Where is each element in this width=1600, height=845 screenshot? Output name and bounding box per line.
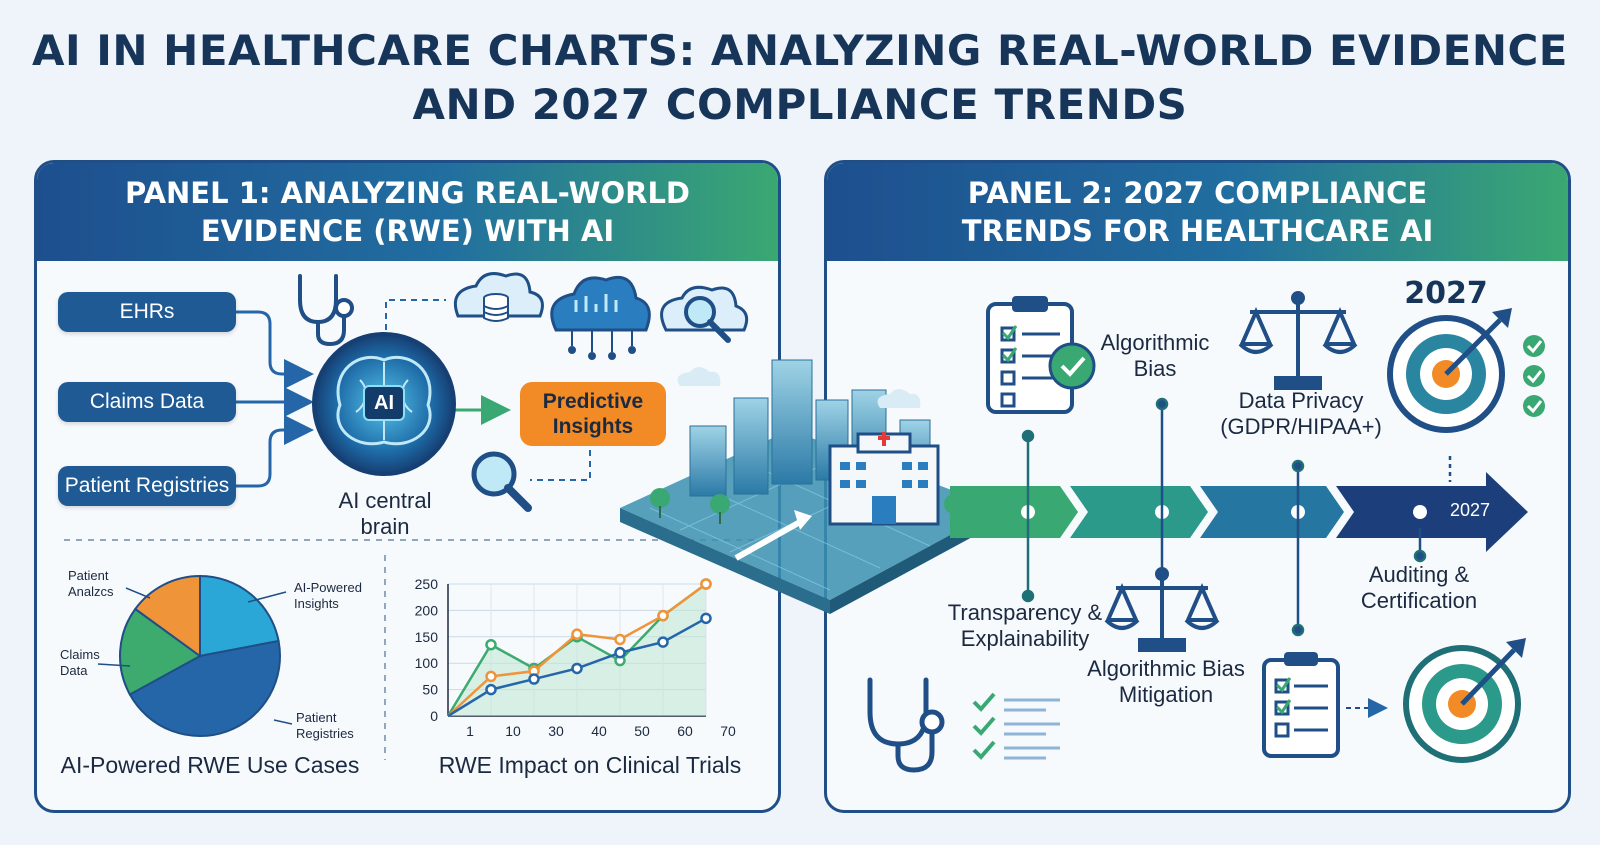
cloud-search-icon xyxy=(660,285,749,343)
line-chart-title: RWE Impact on Clinical Trials xyxy=(438,752,742,778)
line-chart: 0 50 100 150 200 250 1 10 30 40 50 60 70 xyxy=(415,576,736,739)
pie-label-analzcs: Patient Analzcs xyxy=(68,568,114,599)
data-point xyxy=(485,670,497,683)
data-point xyxy=(700,612,712,625)
x-tick-label: 30 xyxy=(548,723,564,739)
x-tick-label: 70 xyxy=(720,723,736,739)
stethoscope-icon-2 xyxy=(867,677,945,773)
data-point xyxy=(485,683,497,696)
source-patient-registries: Patient Registries xyxy=(58,466,236,506)
clipboard-icon xyxy=(1262,652,1340,758)
city-hospital-illustration xyxy=(620,359,1000,614)
pie-slice xyxy=(133,574,201,658)
x-tick-label: 10 xyxy=(505,723,521,739)
x-tick-label: 1 xyxy=(466,723,474,739)
clipboard-check-icon xyxy=(986,296,1096,414)
pie-slice xyxy=(199,574,280,658)
timeline-2027: 2027 xyxy=(1449,500,1491,520)
timeline-connectors xyxy=(1021,397,1452,637)
ai-chip-label: AI xyxy=(374,392,394,414)
panel1-header: PANEL 1: ANALYZING REAL-WORLD EVIDENCE (… xyxy=(37,163,778,261)
cloud-database-icon xyxy=(453,272,544,322)
year-2027-heading: 2027 xyxy=(1404,276,1488,311)
data-point xyxy=(700,578,712,590)
x-tick-label: 60 xyxy=(677,723,693,739)
data-point xyxy=(657,636,669,648)
cloud-network-icon xyxy=(550,275,651,360)
stethoscope-icon xyxy=(298,274,354,347)
pie-chart xyxy=(119,574,281,737)
main-title: AI IN HEALTHCARE CHARTS: ANALYZING REAL-… xyxy=(32,26,1568,129)
label-transparency: Transparency & Explainability xyxy=(947,600,1103,651)
data-point xyxy=(571,662,583,675)
x-tick-label: 40 xyxy=(591,723,607,739)
source-ehrs: EHRs xyxy=(58,292,236,332)
label-auditing: Auditing & Certification xyxy=(1360,562,1478,613)
y-tick-label: 0 xyxy=(430,708,438,724)
y-tick-label: 100 xyxy=(415,655,439,671)
pie-label-insights: AI-Powered Insights xyxy=(294,580,362,611)
scales-of-justice-icon xyxy=(1238,291,1358,390)
brain-icon xyxy=(312,332,456,476)
data-point xyxy=(657,609,669,622)
pie-label-claims: Claims Data xyxy=(60,647,100,678)
pie-chart-title: AI-Powered RWE Use Cases xyxy=(60,752,360,778)
check-icons xyxy=(1523,335,1545,417)
area-fill xyxy=(448,584,706,716)
data-point xyxy=(614,646,626,659)
data-point xyxy=(571,628,583,640)
label-data-privacy: Data Privacy (GDPR/HIPAA+) xyxy=(1220,388,1382,439)
pie-label-registries: Patient Registries xyxy=(296,710,354,741)
predictive-insights: Predictive Insights xyxy=(520,382,666,446)
magnifier-icon xyxy=(471,451,532,512)
data-point xyxy=(528,673,540,685)
y-tick-label: 200 xyxy=(415,602,439,618)
target-icon-2 xyxy=(1403,638,1526,763)
scales-of-justice-icon-2 xyxy=(1104,567,1220,652)
target-icon xyxy=(1387,308,1512,433)
label-algorithmic-bias: Algorithmic Bias xyxy=(1100,330,1210,381)
data-point xyxy=(614,633,626,646)
panel2-header: PANEL 2: 2027 COMPLIANCE TRENDS FOR HEAL… xyxy=(827,163,1568,261)
data-point xyxy=(485,638,497,651)
pie-slice xyxy=(128,639,281,737)
y-tick-label: 250 xyxy=(415,576,439,592)
compliance-timeline xyxy=(950,472,1528,552)
y-tick-label: 150 xyxy=(415,629,439,645)
label-bias-mitigation: Algorithmic Bias Mitigation xyxy=(1087,656,1245,707)
x-tick-label: 50 xyxy=(634,723,650,739)
y-tick-label: 50 xyxy=(422,682,438,698)
pie-slice xyxy=(119,607,202,696)
checklist-icon xyxy=(972,692,1060,760)
brain-label: AI central brain xyxy=(338,488,432,539)
source-claims-data: Claims Data xyxy=(58,382,236,422)
